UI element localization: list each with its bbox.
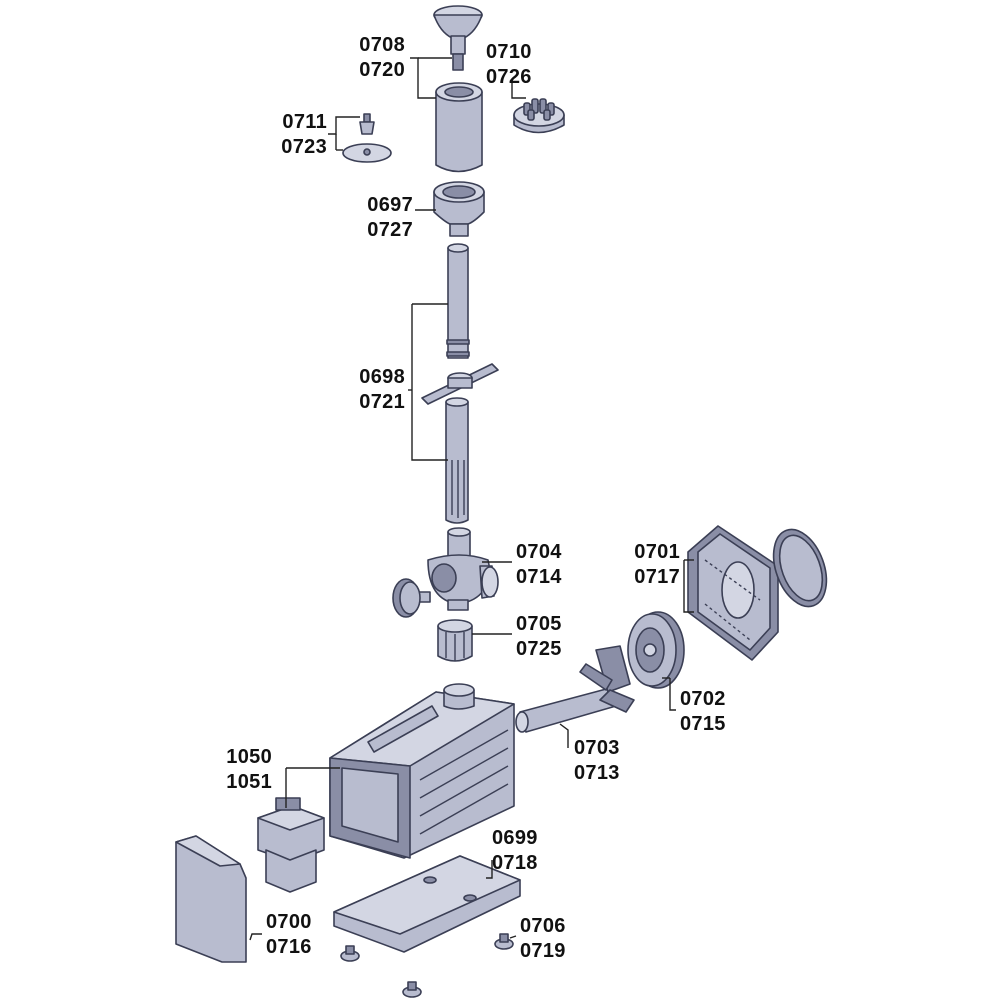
part-cross-bracket (421, 363, 499, 405)
part-extension-pipe-lower (445, 397, 469, 524)
part-adapter-block (257, 797, 325, 893)
part-fountain-head (513, 98, 565, 134)
leader-lines (249, 57, 694, 941)
part-extension-pipe-upper (446, 243, 470, 359)
part-regulator-knob (392, 578, 431, 618)
part-t-connector (427, 527, 499, 611)
part-rotor-cover (627, 611, 685, 689)
part-suction-feet (340, 933, 514, 998)
part-base-plate (333, 855, 521, 953)
part-pump-body (329, 683, 515, 859)
part-cover-plate (772, 528, 828, 608)
part-connector-sleeve (437, 619, 473, 662)
part-impeller-shaft (515, 645, 635, 733)
part-adapter-cup (433, 181, 485, 237)
part-filter-housing (687, 525, 779, 661)
part-small-nozzle (342, 113, 392, 163)
part-front-cover (175, 835, 247, 963)
part-nozzle-tube (435, 82, 483, 173)
part-nozzle-cap (433, 5, 483, 71)
